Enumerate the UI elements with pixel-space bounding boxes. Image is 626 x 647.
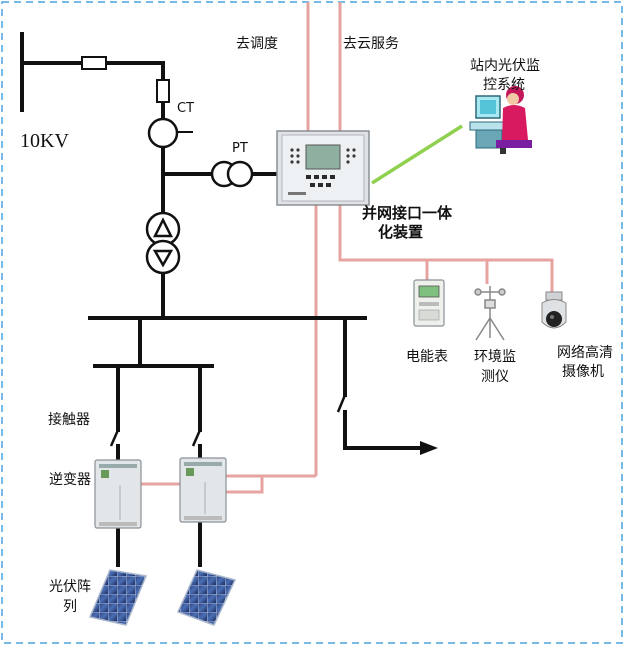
pv-panel-1-icon [88, 569, 148, 626]
device-label-line2: 化装置 [378, 223, 423, 241]
to-dispatch-label: 去调度 [236, 36, 278, 52]
monitor-label-line1: 站内光伏监 [470, 58, 540, 74]
comm-lines [141, 2, 554, 494]
transformer-icon [145, 211, 181, 275]
power-lines [20, 32, 422, 567]
camera-label-line1: 网络高清 [557, 344, 613, 361]
ct-icon [147, 117, 179, 149]
inverter-label: 逆变器 [49, 472, 91, 488]
device-label-line1: 并网接口一体 [362, 204, 453, 222]
camera-label-line2: 摄像机 [562, 364, 604, 380]
camera-icon [541, 291, 567, 329]
feeder-arrow [420, 441, 438, 455]
fuse-vertical-icon [156, 79, 170, 103]
monitor-label-line2: 控系统 [483, 77, 525, 93]
inverter-2-icon [179, 457, 227, 523]
env-label-line1: 环境监 [474, 349, 516, 365]
pv-label-line1: 光伏阵 [49, 579, 91, 595]
ct-label: CT [177, 101, 194, 116]
fuse-icon [81, 56, 107, 70]
inverter-1-icon [94, 459, 142, 529]
monitoring-station-icon [469, 86, 532, 154]
voltage-label: 10KV [20, 130, 69, 152]
meter-label: 电能表 [406, 349, 448, 365]
contactor-switches [109, 394, 347, 447]
energy-meter-icon [413, 279, 445, 327]
contactor-label: 接触器 [48, 411, 90, 428]
wireless-link [371, 124, 463, 185]
pv-label-line2: 列 [63, 599, 77, 615]
pv-panel-2-icon [176, 569, 237, 626]
environment-monitor-icon [474, 286, 506, 341]
pt-icon [210, 160, 254, 188]
interface-device-icon [276, 130, 370, 206]
pt-label: PT [232, 141, 248, 156]
to-cloud-label: 去云服务 [343, 36, 399, 52]
env-label-line2: 测仪 [481, 369, 509, 385]
